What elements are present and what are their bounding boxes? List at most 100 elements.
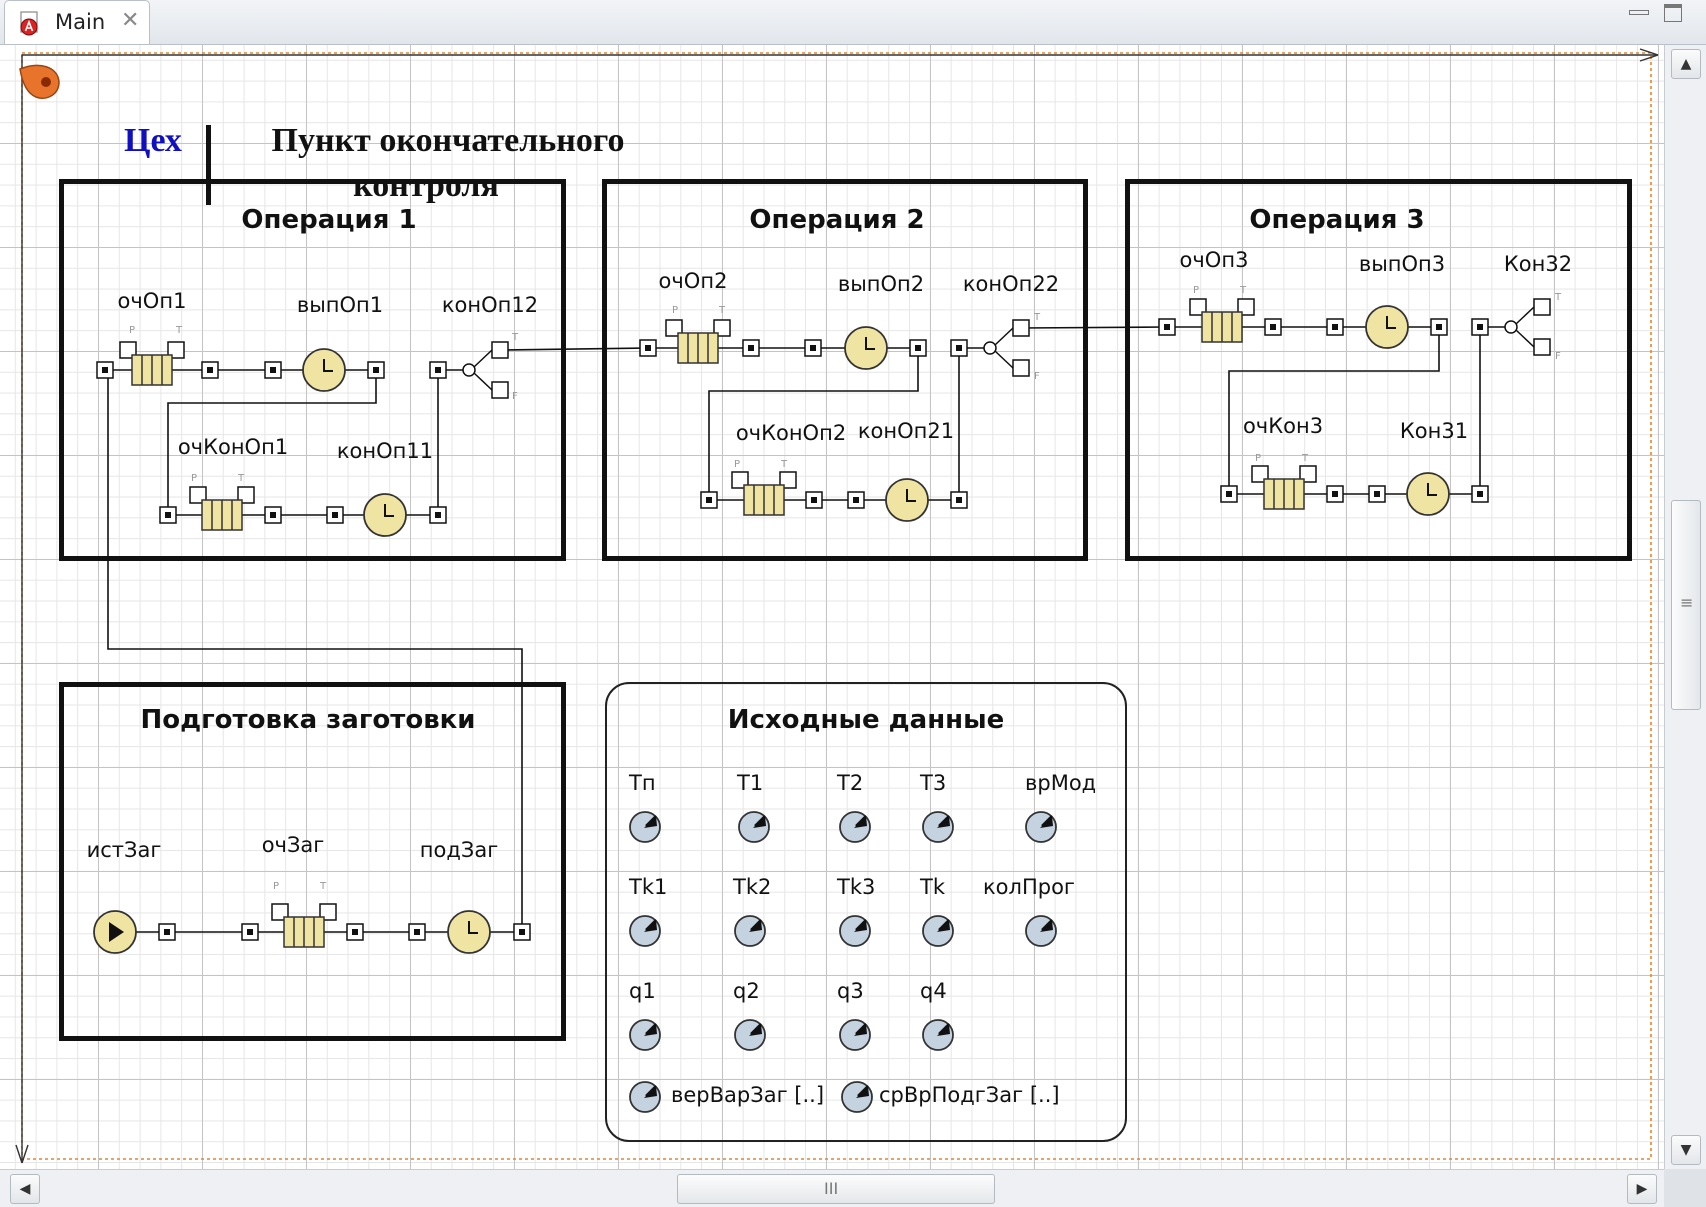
parameter-icon[interactable] [1025,915,1057,947]
select-output-icon[interactable] [429,341,509,399]
parameter-icon[interactable] [629,811,661,843]
page-title-line1: Пункт окончательного [271,122,625,159]
scroll-right-button[interactable]: ▶ [1627,1174,1657,1204]
horizontal-scroll-thumb[interactable]: III [677,1174,995,1204]
param-label[interactable]: колПрог [983,875,1075,899]
port-icon [319,903,337,921]
parameter-icon[interactable] [738,811,770,843]
scroll-down-button[interactable]: ▼ [1671,1135,1701,1165]
parameter-icon[interactable] [734,915,766,947]
select-false-label: F [1034,371,1040,382]
queue-icon[interactable] [189,486,255,531]
vertical-scrollbar[interactable]: ▲ ≡ ▼ [1664,45,1706,1169]
parameter-icon[interactable] [922,915,954,947]
queue-label[interactable]: очЗаг [261,833,325,857]
param-label[interactable]: q4 [920,979,947,1003]
source-label[interactable]: истЗаг [86,838,162,862]
clock-icon[interactable] [1365,305,1409,349]
param-label[interactable]: верВарЗаг [..] [671,1083,825,1107]
parameter-icon[interactable] [839,811,871,843]
operation-3-title: Операция 3 [1249,205,1425,235]
delay-label[interactable]: выпОп3 [1358,252,1446,276]
param-label[interactable]: Tk1 [629,875,668,899]
input-data-title: Исходные данные [727,705,1005,735]
vertical-scroll-thumb[interactable]: ≡ [1671,500,1701,710]
tab-main[interactable]: Main ✕ [4,0,150,44]
delay-label[interactable]: конОп21 [857,419,955,443]
param-label[interactable]: срВрПодгЗаг [..] [879,1083,1060,1107]
param-label[interactable]: q3 [837,979,864,1003]
queue-label[interactable]: очОп1 [117,289,187,313]
port-p-label: P [734,459,741,470]
delay-label[interactable]: подЗаг [419,838,499,862]
queue-icon[interactable] [665,319,731,364]
select-false-label: F [1555,351,1561,362]
operation-2-block[interactable] [602,179,1088,561]
param-label[interactable]: Tk3 [837,875,876,899]
play-icon[interactable] [93,910,137,954]
scroll-left-button[interactable]: ◀ [10,1174,40,1204]
queue-label[interactable]: очОп2 [658,269,728,293]
param-label[interactable]: q1 [629,979,656,1003]
delay-label[interactable]: выпОп1 [296,293,384,317]
operation-1-title: Операция 1 [241,205,417,235]
select-output-icon[interactable] [1471,298,1551,356]
editor-tab-bar: Main ✕ [0,0,1706,45]
maximize-icon[interactable] [1664,4,1682,22]
queue-icon[interactable] [271,903,337,948]
param-label[interactable]: q2 [733,979,760,1003]
parameter-icon[interactable] [922,1019,954,1051]
param-label[interactable]: Tk [920,875,945,899]
delay-label[interactable]: Кон31 [1399,419,1469,443]
param-label[interactable]: T2 [837,771,864,795]
param-label[interactable]: T1 [737,771,764,795]
horizontal-scrollbar[interactable]: ◀ III ▶ [0,1169,1664,1207]
clock-icon[interactable] [1406,472,1450,516]
queue-icon[interactable] [119,341,185,386]
operation-1-block[interactable] [59,179,566,561]
queue-label[interactable]: очОп3 [1179,248,1249,272]
shop-title: Цех [124,122,182,159]
minimize-icon[interactable] [1625,2,1651,24]
parameter-icon[interactable] [1025,811,1057,843]
close-icon[interactable]: ✕ [121,8,140,33]
param-label[interactable]: Tп [629,771,656,795]
queue-icon[interactable] [731,471,797,516]
parameter-icon[interactable] [734,1019,766,1051]
scroll-up-button[interactable]: ▲ [1671,49,1701,79]
queue-label[interactable]: очКонОп1 [177,435,289,459]
select-label[interactable]: конОп22 [962,272,1060,296]
param-label[interactable]: Tk2 [733,875,772,899]
delay-label[interactable]: выпОп2 [837,272,925,296]
parameter-icon[interactable] [922,811,954,843]
clock-icon[interactable] [447,910,491,954]
parameter-icon[interactable] [839,1019,871,1051]
port-t-label: T [176,325,183,336]
queue-label[interactable]: очКонОп2 [735,421,847,445]
queue-label[interactable]: очКон3 [1242,414,1324,438]
queue-icon[interactable] [1189,298,1255,343]
param-label[interactable]: T3 [920,771,947,795]
parameter-icon[interactable] [629,1081,661,1113]
canvas-origin-icon[interactable] [19,64,60,99]
clock-icon[interactable] [885,478,929,522]
select-label[interactable]: Кон32 [1503,252,1573,276]
parameter-icon[interactable] [629,915,661,947]
select-output-icon[interactable] [950,319,1030,377]
clock-icon[interactable] [844,326,888,370]
delay-label[interactable]: конОп11 [336,439,434,463]
select-label[interactable]: конОп12 [441,293,539,317]
param-label[interactable]: врМод [1025,771,1097,795]
queue-icon[interactable] [1251,465,1317,510]
port-p-label: P [191,473,198,484]
clock-icon[interactable] [363,493,407,537]
parameter-icon[interactable] [839,915,871,947]
preparation-block[interactable] [59,682,566,1041]
clock-icon[interactable] [302,348,346,392]
port-t-label: T [1302,453,1309,464]
connector-line [1228,327,1440,494]
model-canvas[interactable]: Цех Пункт окончательного контроля Операц… [0,45,1664,1169]
parameter-icon[interactable] [629,1019,661,1051]
parameter-icon[interactable] [841,1081,873,1113]
operation-3-block[interactable] [1125,179,1632,561]
